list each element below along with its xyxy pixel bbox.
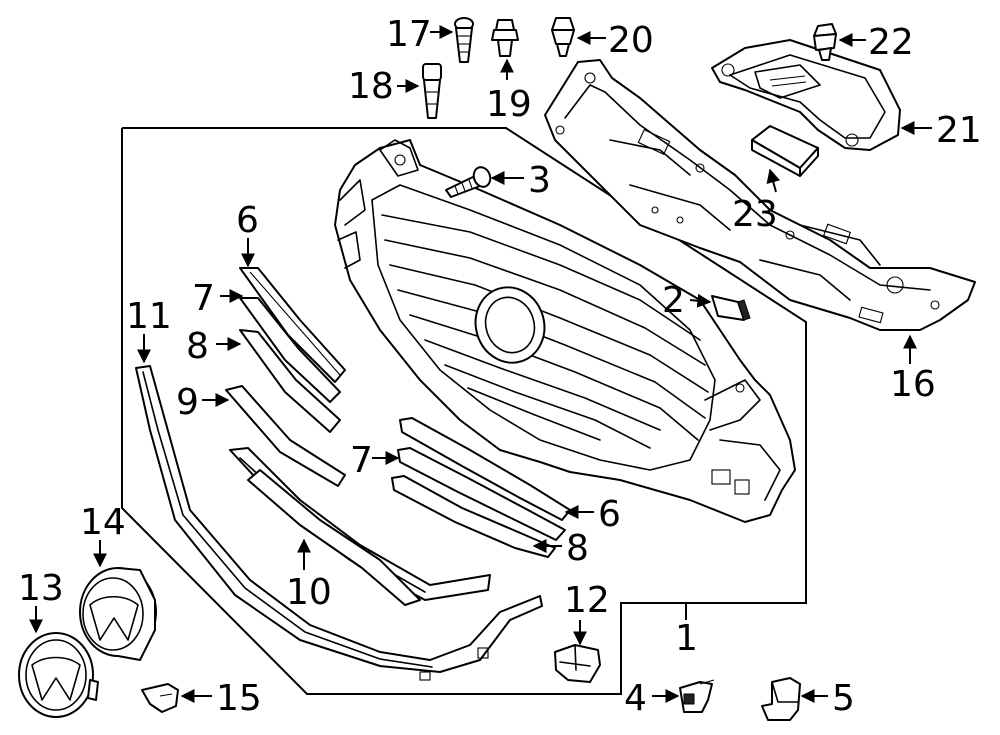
callout-1: 1 bbox=[675, 618, 698, 659]
callout-8-lower: 8 bbox=[566, 528, 589, 569]
callout-3: 3 bbox=[528, 160, 551, 201]
callout-19: 19 bbox=[486, 84, 532, 125]
clip-part-4 bbox=[679, 679, 715, 713]
molding-right-part-6 bbox=[397, 447, 566, 541]
callout-labels: 17 18 19 20 22 21 23 3 2 16 6 7 8 9 11 7… bbox=[18, 14, 982, 719]
callout-15: 15 bbox=[216, 678, 262, 719]
callout-11: 11 bbox=[126, 296, 172, 337]
callout-17: 17 bbox=[386, 14, 432, 55]
callout-9: 9 bbox=[176, 382, 199, 423]
callout-21: 21 bbox=[936, 110, 982, 151]
callout-6-lower: 6 bbox=[598, 494, 621, 535]
callout-14: 14 bbox=[80, 502, 126, 543]
upper-cover-part-16 bbox=[544, 59, 976, 331]
callout-10: 10 bbox=[286, 572, 332, 613]
clip-part-15 bbox=[141, 683, 179, 713]
clip-part-2 bbox=[711, 295, 751, 321]
surround-molding-part-11 bbox=[135, 365, 543, 681]
clip-part-20 bbox=[551, 17, 575, 57]
callout-20: 20 bbox=[608, 20, 654, 61]
clip-part-18 bbox=[422, 63, 442, 119]
clip-part-22 bbox=[813, 23, 837, 61]
callout-8-upper: 8 bbox=[186, 326, 209, 367]
grille-assembly-part-1 bbox=[334, 139, 796, 523]
molding-upper-part-7 bbox=[239, 297, 341, 403]
callout-6-upper: 6 bbox=[236, 200, 259, 241]
callout-7-lower: 7 bbox=[350, 440, 373, 481]
clip-part-19 bbox=[491, 19, 519, 57]
molding-part-10 bbox=[229, 447, 491, 606]
molding-part-9 bbox=[225, 385, 346, 487]
molding-right-part-8 bbox=[391, 475, 556, 558]
callout-13: 13 bbox=[18, 568, 64, 609]
emblem-part-13 bbox=[18, 632, 99, 718]
foam-pad-part-23 bbox=[751, 125, 819, 177]
screw-part-17 bbox=[454, 17, 474, 63]
callout-18: 18 bbox=[348, 66, 394, 107]
callout-4: 4 bbox=[624, 678, 647, 719]
bracket-part-12 bbox=[554, 644, 601, 683]
callout-23: 23 bbox=[732, 194, 778, 235]
callout-5: 5 bbox=[832, 678, 855, 719]
seal-part-21 bbox=[711, 39, 901, 151]
callout-16: 16 bbox=[890, 364, 936, 405]
screw-part-3 bbox=[445, 166, 492, 198]
emblem-base-part-14 bbox=[79, 567, 157, 661]
molding-upper-part-8 bbox=[239, 329, 341, 433]
bracket-part-5 bbox=[761, 677, 801, 721]
callout-22: 22 bbox=[868, 22, 914, 63]
callout-2: 2 bbox=[662, 280, 685, 321]
callout-12: 12 bbox=[564, 580, 610, 621]
leader-arrows bbox=[29, 25, 932, 703]
assembly-frame bbox=[121, 127, 807, 695]
callout-7-upper: 7 bbox=[192, 278, 215, 319]
